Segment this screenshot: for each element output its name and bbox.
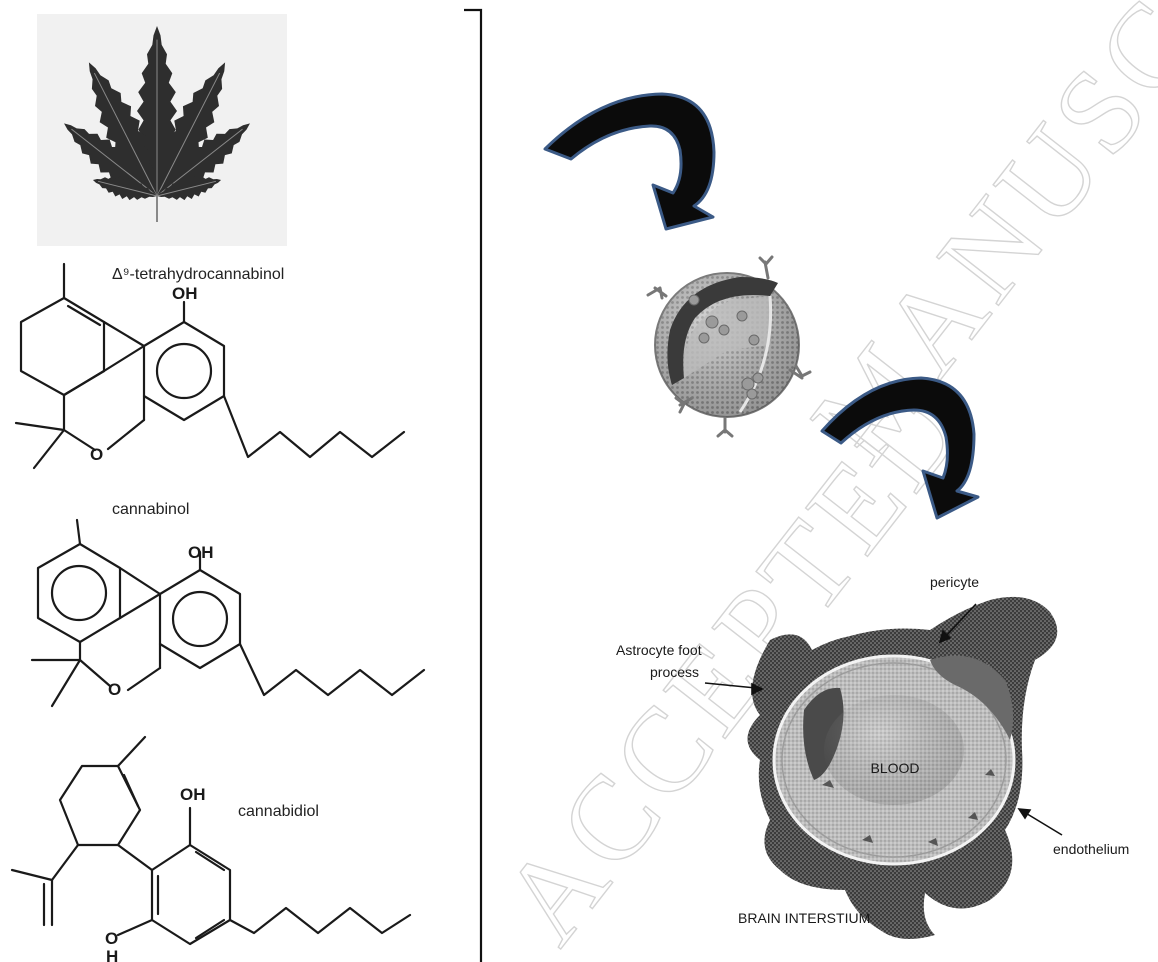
- cbn-structure: [30, 518, 426, 708]
- bbb-pointer-arrows: [704, 603, 1063, 836]
- liposome-nanoparticle-image: [646, 255, 812, 438]
- cbd-structure: [10, 735, 412, 946]
- endothelium-label: endothelium: [1053, 841, 1129, 857]
- thc-ring-oxygen: O: [90, 445, 103, 464]
- leaf-vein: [156, 180, 217, 197]
- leaf-vein: [97, 180, 158, 197]
- cbn-hydroxyl: OH: [188, 543, 214, 562]
- leaf-vein: [93, 72, 158, 197]
- molecule-cannabidiol: cannabidiol OH O H: [10, 735, 412, 962]
- cbd-hydroxyl-bottom-o: O: [105, 929, 118, 948]
- cbn-label: cannabinol: [112, 501, 189, 518]
- leaf-vein: [156, 128, 243, 197]
- cbd-hydroxyl-bottom-h: H: [106, 947, 118, 962]
- thc-label: Δ⁹-tetrahydrocannabinol: [112, 266, 284, 283]
- cannabis-leaf-image: [37, 14, 287, 246]
- curved-arrow-2: [820, 376, 980, 520]
- leaf-vein: [156, 72, 221, 197]
- cbd-hydroxyl-top: OH: [180, 785, 206, 804]
- thc-structure: [14, 262, 406, 470]
- blood-label: BLOOD: [870, 760, 919, 776]
- curved-arrow-1: [543, 92, 716, 231]
- astrocyte-label-line2: process: [650, 664, 699, 680]
- leaf-vein: [71, 128, 158, 197]
- panel-divider: [464, 8, 483, 962]
- molecule-cannabinol: cannabinol OH O: [30, 501, 426, 708]
- thc-hydroxyl: OH: [172, 284, 198, 303]
- bbb-capillary-diagram: BLOOD pericyte Astrocyte foot process en…: [616, 574, 1129, 939]
- molecule-thc: Δ⁹-tetrahydrocannabinol OH O: [14, 262, 406, 470]
- brain-interstitium-label: BRAIN INTERSTIUM: [738, 910, 870, 926]
- cbd-label: cannabidiol: [238, 803, 319, 820]
- pericyte-label: pericyte: [930, 574, 979, 590]
- cbn-ring-oxygen: O: [108, 680, 121, 699]
- astrocyte-label-line1: Astrocyte foot: [616, 642, 702, 658]
